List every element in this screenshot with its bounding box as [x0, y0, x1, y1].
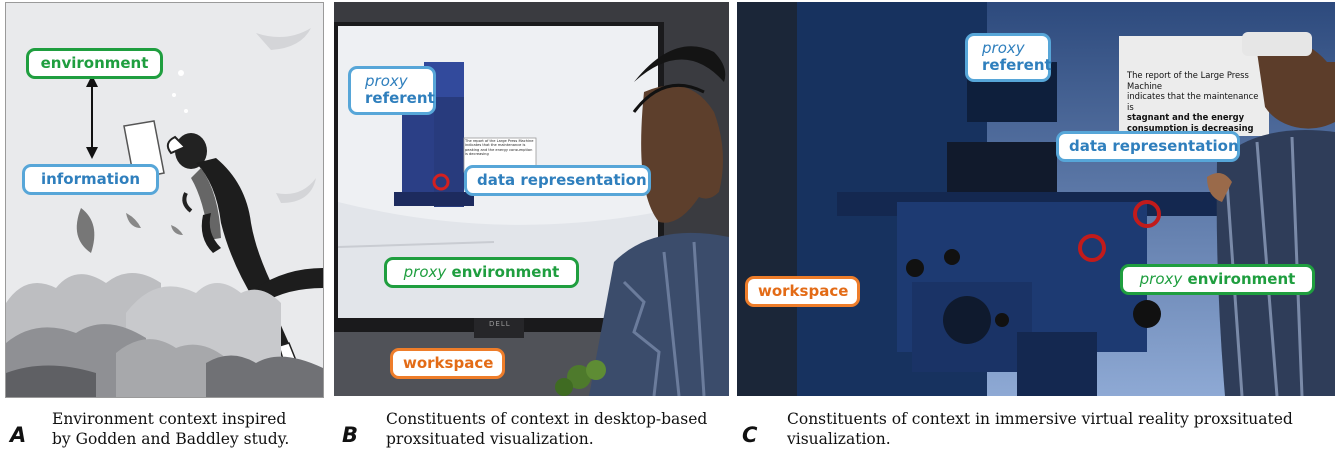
report-line-2: indicates that the maintenance is	[1127, 91, 1259, 112]
label-proxy-env-italic: proxy	[403, 263, 447, 281]
label-data-representation-c: data representation	[1056, 131, 1240, 163]
label-information: information	[22, 164, 159, 196]
label-environment-c: environment	[1187, 270, 1296, 288]
label-referent: referent	[365, 89, 435, 108]
label-proxy-env-italic-c: proxy	[1139, 270, 1183, 288]
report-line-3: stagnant and the energy	[1127, 112, 1245, 122]
vr-photo	[737, 2, 1335, 396]
label-proxy-italic-c: proxy	[982, 39, 1025, 57]
caption-text-b: Constituents of context in desktop-based…	[386, 409, 707, 449]
label-proxy-environment: proxy environment	[384, 257, 579, 289]
monitor-brand: DELL	[489, 320, 511, 328]
caption-a-line-2: by Godden and Baddley study.	[52, 430, 290, 449]
label-proxy-referent-c: proxy referent	[965, 33, 1052, 82]
panel-a-illustration: environment information	[5, 2, 324, 398]
caption-letter-c: C	[742, 423, 758, 447]
report-line-1: The report of the Large Press Machine	[1127, 70, 1249, 91]
caption-a-line-1: Environment context inspired	[52, 410, 287, 428]
label-proxy-italic: proxy	[365, 72, 408, 90]
diver-illustration	[6, 3, 323, 397]
caption-letter-a: A	[10, 423, 27, 447]
desktop-photo	[334, 2, 729, 396]
label-data-representation: data representation	[464, 165, 651, 197]
label-proxy-referent: proxy referent	[348, 66, 436, 115]
caption-b-line-1: Constituents of context in desktop-based	[386, 410, 708, 428]
caption-text-a: Environment context inspired by Godden a…	[52, 409, 289, 449]
caption-text-c: Constituents of context in immersive vir…	[787, 409, 1293, 449]
caption-letter-b: B	[342, 423, 359, 447]
label-proxy-environment-c: proxy environment	[1120, 264, 1315, 296]
caption-b-line-2: proxsituated visualization.	[386, 430, 594, 449]
caption-c-line-2: visualization.	[787, 430, 891, 449]
monitor-report-text: The report of the Large Press Machine in…	[465, 139, 534, 156]
label-workspace: workspace	[390, 348, 505, 380]
label-environment-b: environment	[451, 263, 560, 281]
label-environment: environment	[26, 48, 163, 80]
label-workspace-c: workspace	[745, 276, 860, 308]
caption-c-line-1: Constituents of context in immersive vir…	[787, 410, 1293, 428]
vr-report-text: The report of the Large Press Machine in…	[1127, 70, 1267, 133]
report-line-4: consumption is decreasing	[1127, 122, 1254, 133]
panel-b-photo: The report of the Large Press Machine in…	[334, 2, 729, 396]
label-referent-c: referent	[982, 56, 1052, 75]
panel-c-photo: The report of the Large Press Machine in…	[737, 2, 1335, 396]
